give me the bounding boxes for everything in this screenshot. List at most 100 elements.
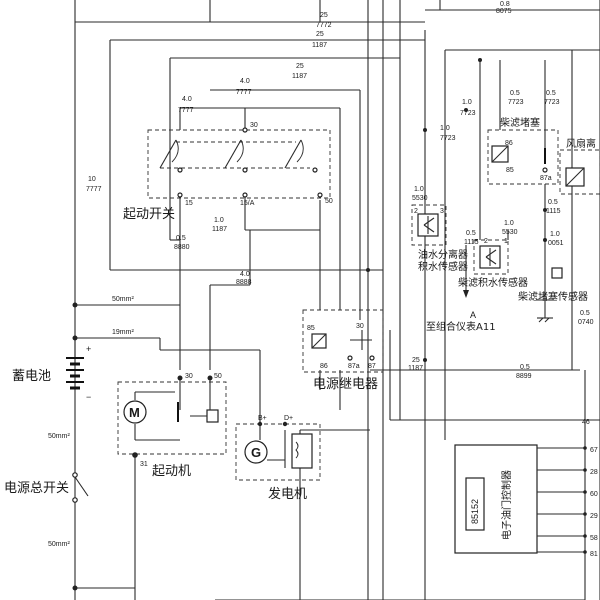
- ecu-pin-58: 58: [590, 535, 598, 542]
- gen-pin-d: D+: [284, 415, 293, 422]
- bus-lines: [74, 0, 600, 600]
- battery-minus: −: [86, 392, 91, 402]
- svg-text:0.5: 0.5: [466, 230, 476, 237]
- ecu-pin-46: 46: [582, 419, 590, 426]
- svg-text:7777: 7777: [86, 186, 102, 193]
- ignition-switch: 30 15 15/A 50 起动开关: [123, 122, 333, 222]
- filter-water-sensor-label: 柴滤积水传感器: [458, 276, 528, 289]
- svg-text:0.5: 0.5: [546, 90, 556, 97]
- ecu-pin-28: 28: [590, 469, 598, 476]
- wire-label-10-7777: 10 7777: [86, 176, 102, 193]
- oil-water-separator: 2 3 油水分离器 积水传感器 A 至组合仪表A11: [411, 204, 496, 333]
- wire-label-25-1187b: 25 1187: [292, 63, 307, 80]
- relay-pin-86: 86: [320, 363, 328, 370]
- gen-pin-b: B+: [258, 415, 267, 422]
- wire-label-19: 19mm²: [112, 329, 134, 336]
- wire-label-25-7772: 25 7772: [316, 12, 332, 29]
- relay-pin-85: 85: [307, 325, 315, 332]
- diesel-clog-sensor: 柴滤堵塞传感器: [518, 184, 588, 323]
- generator-label: 发电机: [268, 486, 307, 502]
- svg-text:0.5: 0.5: [580, 310, 590, 317]
- ignition-pin-50: 50: [325, 198, 333, 205]
- starter-label: 起动机: [152, 464, 191, 479]
- ignition-pin-30: 30: [250, 122, 258, 129]
- battery-plus: +: [86, 344, 91, 354]
- svg-text:5530: 5530: [502, 229, 518, 236]
- svg-text:7777: 7777: [236, 89, 252, 96]
- to-cluster-label: 至组合仪表A11: [426, 320, 496, 333]
- svg-text:1.0: 1.0: [214, 217, 224, 224]
- wire-label-05-8880: 0.5 8880: [174, 235, 190, 251]
- svg-text:5530: 5530: [412, 195, 428, 202]
- power-relay: 85 86 30 87a 87 电源继电器: [302, 309, 384, 392]
- ecu-pin-60: 60: [590, 491, 598, 498]
- sep-pin-2: 2: [414, 208, 418, 215]
- diesel-filter-water-sensor: 2 1 柴滤积水传感器: [458, 60, 528, 289]
- master-switch: 电源总开关: [4, 472, 89, 503]
- svg-text:0740: 0740: [578, 319, 594, 326]
- generator-symbol: G: [251, 445, 261, 460]
- fan-clutch: 风扇离: [559, 137, 600, 195]
- ecu-pin-81: 81: [590, 551, 598, 558]
- svg-text:1115: 1115: [464, 239, 479, 246]
- to-cluster-a: A: [470, 310, 476, 320]
- relay-pin-30: 30: [356, 323, 364, 330]
- svg-text:1187: 1187: [408, 365, 423, 372]
- svg-text:7772: 7772: [316, 22, 332, 29]
- ecu-pin-67: 67: [590, 447, 598, 454]
- svg-text:25: 25: [296, 63, 304, 70]
- starter-motor: M 30 50 31 起动机: [117, 373, 227, 479]
- cd-pin-87a: 87a: [540, 175, 552, 182]
- wire-label-50-top: 50mm²: [112, 296, 134, 303]
- svg-text:1115: 1115: [546, 208, 561, 215]
- master-switch-label: 电源总开关: [4, 481, 69, 496]
- svg-text:1.0: 1.0: [550, 231, 560, 238]
- svg-text:1187: 1187: [292, 73, 307, 80]
- svg-text:7723: 7723: [440, 135, 456, 142]
- sep-pin-3: 3: [440, 208, 444, 215]
- ecu-pin-29: 29: [590, 513, 598, 520]
- svg-text:0.5: 0.5: [548, 199, 558, 206]
- diesel-clog-relay: 86 85 87a 柴滤堵塞: [487, 60, 559, 185]
- svg-text:7777: 7777: [178, 107, 194, 114]
- cd-pin-86: 86: [505, 140, 513, 147]
- ignition-pin-15: 15: [185, 200, 193, 207]
- ecu: 85152 电子油门控制器 46 67 28 60 29 58 81: [454, 419, 598, 558]
- wire-label-4-7777b: 4.0 7777: [178, 96, 194, 114]
- svg-text:0.5: 0.5: [510, 90, 520, 97]
- wire-label-50-bot: 50mm²: [48, 541, 70, 548]
- starter-pin-30: 30: [185, 373, 193, 380]
- wire-label-05-0740: 0.5 0740: [578, 310, 594, 326]
- svg-text:0.5: 0.5: [176, 235, 186, 242]
- svg-text:8888: 8888: [236, 279, 252, 286]
- svg-text:0051: 0051: [548, 240, 564, 247]
- svg-text:8075: 8075: [496, 8, 512, 15]
- ignition-switch-label: 起动开关: [123, 207, 175, 222]
- relay-pin-87: 87: [368, 363, 376, 370]
- relay-pin-87a: 87a: [348, 363, 360, 370]
- svg-text:8899: 8899: [516, 373, 532, 380]
- wire-label-1-0051: 1.0 0051: [548, 231, 564, 247]
- junctions: [72, 58, 547, 591]
- starter-pin-31: 31: [140, 461, 148, 468]
- svg-text:0.8: 0.8: [500, 1, 510, 8]
- svg-text:25: 25: [320, 12, 328, 19]
- svg-text:8880: 8880: [174, 244, 190, 251]
- svg-text:4.0: 4.0: [182, 96, 192, 103]
- ecu-label: 电子油门控制器: [500, 470, 513, 540]
- svg-text:10: 10: [88, 176, 96, 183]
- motor-symbol: M: [129, 405, 140, 420]
- clog-sensor-label: 柴滤堵塞传感器: [518, 290, 588, 303]
- svg-text:25: 25: [412, 357, 420, 364]
